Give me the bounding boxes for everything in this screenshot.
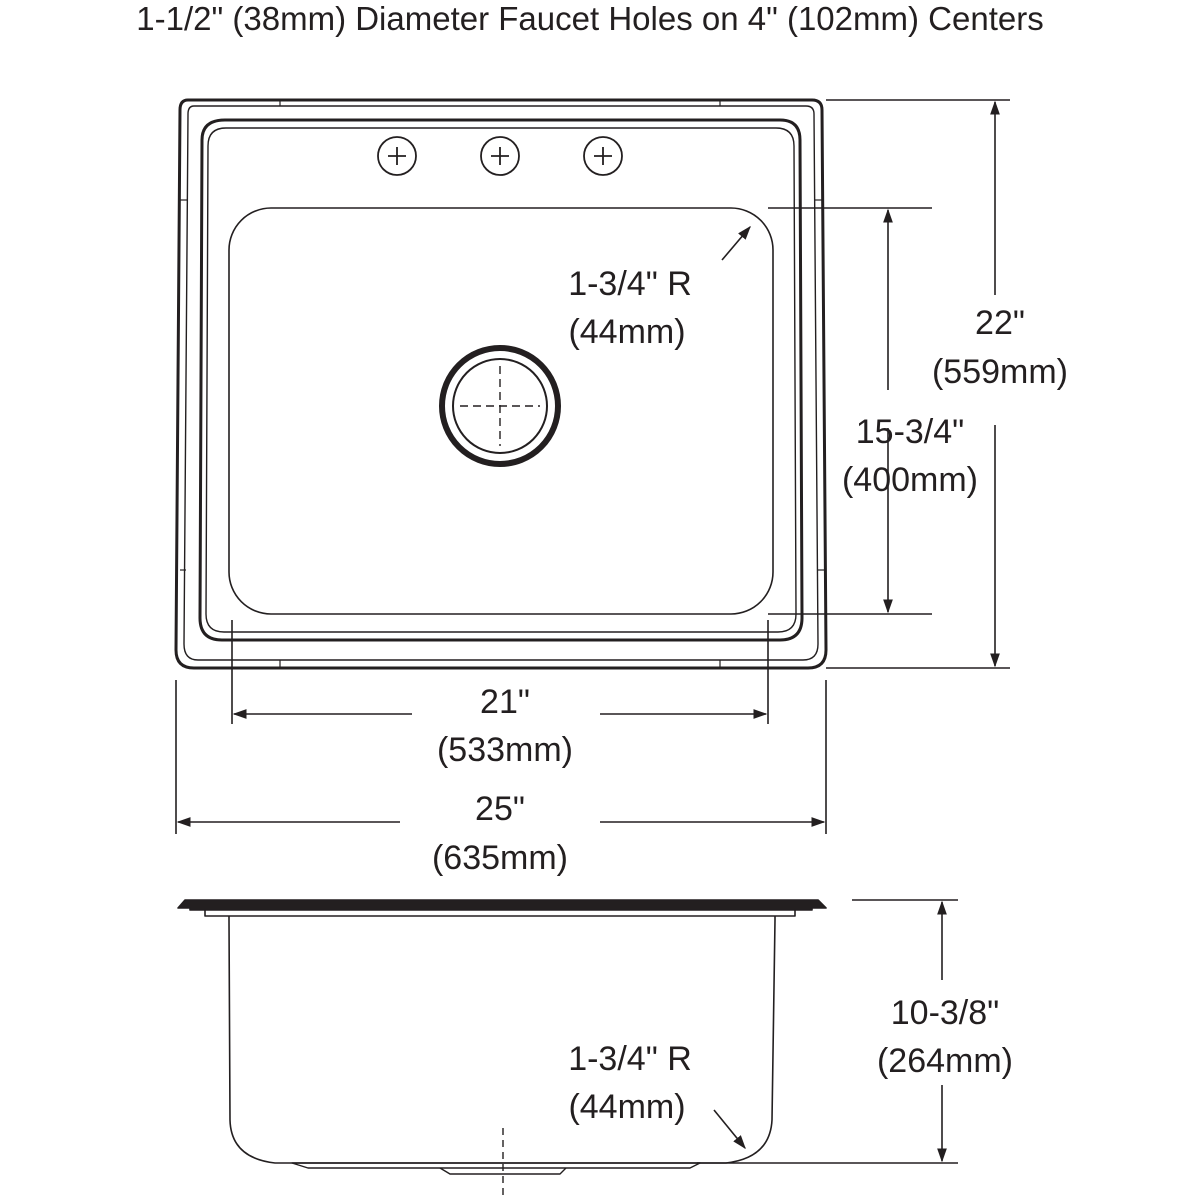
corner-radius-side-imperial: 1-3/4" R [568, 1040, 692, 1078]
flange-bevel-marks [180, 101, 826, 668]
corner-radius-top-imperial: 1-3/4" R [568, 265, 692, 303]
side-drain-stub [439, 1167, 567, 1175]
side-view [177, 899, 958, 1198]
overall-length-dimension [826, 99, 1010, 669]
corner-radius-top-metric: (44mm) [568, 313, 685, 351]
bowl-width-dimension [231, 620, 769, 724]
top-view [174, 98, 1010, 834]
faucet-hole-left [377, 136, 417, 176]
bowl-length-dimension [768, 207, 932, 615]
sink-flange-inner-line [183, 105, 819, 661]
bowl-length-imperial: 15-3/4" [856, 413, 964, 451]
overall-length-metric: (559mm) [932, 353, 1068, 391]
bowl-width-imperial: 21" [480, 683, 530, 721]
overall-width-imperial: 25" [475, 790, 525, 828]
faucet-holes-note: 1-1/2" (38mm) Diameter Faucet Holes on 4… [136, 0, 1043, 37]
corner-radius-side-metric: (44mm) [568, 1088, 685, 1126]
side-bowl-profile [228, 916, 776, 1164]
bowl-length-metric: (400mm) [842, 461, 978, 499]
side-flange-lip [204, 910, 796, 917]
drain-outlet [439, 345, 561, 467]
sink-bowl [228, 207, 774, 615]
depth-imperial: 10-3/8" [891, 994, 999, 1032]
faucet-hole-right [583, 136, 623, 176]
bowl-width-metric: (533mm) [437, 731, 573, 769]
sink-outer-rim [174, 98, 828, 670]
side-flange [177, 899, 827, 911]
depth-metric: (264mm) [877, 1042, 1013, 1080]
depth-dimension [697, 899, 958, 1164]
corner-radius-leader-side [713, 1109, 746, 1150]
faucet-hole-center [480, 136, 520, 176]
corner-radius-leader-top [721, 225, 751, 261]
sink-deck-rim [198, 118, 804, 642]
side-bowl-bottom [291, 1162, 701, 1169]
overall-width-dimension [175, 680, 827, 834]
sink-deck-inner-line [205, 127, 797, 633]
overall-length-imperial: 22" [975, 304, 1025, 342]
overall-width-metric: (635mm) [432, 839, 568, 877]
